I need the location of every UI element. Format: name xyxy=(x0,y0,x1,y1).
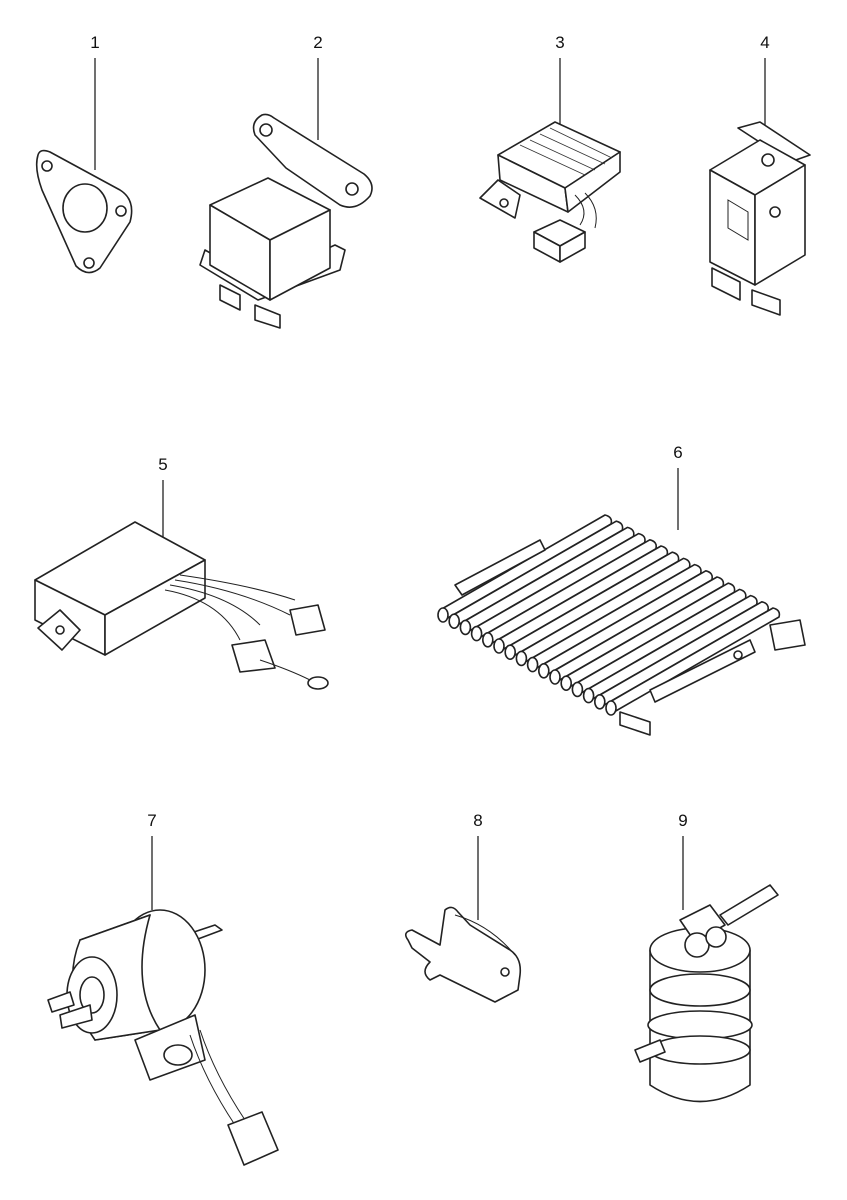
callout-3: 3 xyxy=(555,33,564,52)
cooler-tube-end xyxy=(537,662,550,679)
cooler-tube-end xyxy=(526,656,539,673)
cooler-tube-end xyxy=(515,650,528,667)
part-8-clip: 8 xyxy=(404,811,522,1003)
callout-6: 6 xyxy=(673,443,682,462)
part-5-module-harness: 5 xyxy=(34,455,329,690)
cooler-tube-end xyxy=(459,619,472,636)
cooler-tube-end xyxy=(470,625,483,642)
cooler-tube-end xyxy=(582,687,595,704)
cooler-tube-end xyxy=(437,607,449,623)
cooler-tube-end xyxy=(549,669,561,685)
callout-9: 9 xyxy=(678,811,687,830)
part-1-gasket: 1 xyxy=(35,33,133,274)
cooler-tube-end xyxy=(560,675,573,692)
part-7-fuel-pump: 7 xyxy=(47,811,279,1166)
callout-2: 2 xyxy=(313,33,322,52)
cooler-tube-end xyxy=(593,693,606,710)
part-6-oil-cooler: 6 xyxy=(437,443,806,736)
part-2-relay: 2 xyxy=(199,33,373,329)
callout-8: 8 xyxy=(473,811,482,830)
cooler-tube-end xyxy=(448,613,461,630)
part-9-fuel-filter: 9 xyxy=(634,811,779,1103)
cooler-tube-end xyxy=(493,638,505,654)
callout-1: 1 xyxy=(90,33,99,52)
cooler-tube-end xyxy=(571,681,584,698)
part-3-regulator: 3 xyxy=(479,33,621,263)
cooler-tube-end xyxy=(605,700,617,716)
callout-5: 5 xyxy=(158,455,167,474)
cooler-tube-end xyxy=(504,644,517,661)
cooler-tube-end xyxy=(481,631,494,648)
callout-7: 7 xyxy=(147,811,156,830)
callout-4: 4 xyxy=(760,33,769,52)
part-4-control-module: 4 xyxy=(709,33,811,316)
